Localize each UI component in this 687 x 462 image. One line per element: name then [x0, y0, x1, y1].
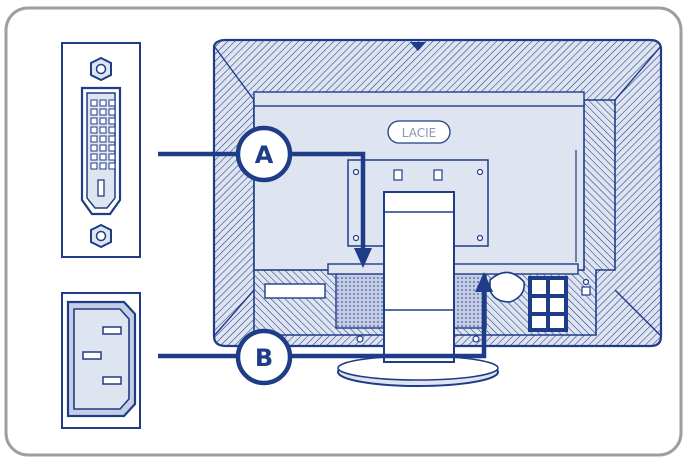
arrow-a-icon: [354, 248, 372, 268]
callout-a: A: [235, 125, 293, 183]
dvi-pin: [90, 108, 98, 116]
stand-column: [383, 191, 455, 363]
dvi-pin: [108, 117, 116, 125]
dvi-pin: [99, 144, 107, 152]
port-slot: [264, 283, 326, 299]
dvi-pin: [90, 117, 98, 125]
dvi-pin: [108, 162, 116, 170]
dvi-pin: [108, 108, 116, 116]
arrow-b-icon: [475, 272, 493, 292]
dvi-pin: [90, 144, 98, 152]
dvi-pin: [108, 135, 116, 143]
dvi-pin: [99, 135, 107, 143]
monitor-rear-view: LACIE: [212, 38, 663, 387]
dvi-pin: [90, 126, 98, 134]
dvi-pin: [90, 99, 98, 107]
cable-a: [158, 151, 372, 268]
usb-ports: [528, 276, 568, 332]
iec-power-inlet-icon: [66, 300, 137, 418]
callout-b: B: [235, 328, 293, 386]
power-inlet-panel: [61, 292, 141, 429]
dvi-pin: [108, 153, 116, 161]
dvi-pin: [99, 117, 107, 125]
dvi-pin: [90, 153, 98, 161]
dvi-port-panel: [61, 42, 141, 258]
svg-text:B: B: [255, 344, 273, 372]
dvi-pin: [108, 126, 116, 134]
dvi-pin: [99, 162, 107, 170]
dvi-pin: [99, 99, 107, 107]
brand-logo: LACIE: [387, 120, 451, 144]
dvi-pin: [108, 99, 116, 107]
dvi-pin: [90, 162, 98, 170]
dvi-pin: [99, 126, 107, 134]
dvi-pin: [99, 108, 107, 116]
dvi-port-icon: [80, 86, 122, 216]
dvi-pin: [90, 135, 98, 143]
dvi-pin: [108, 144, 116, 152]
svg-text:LACIE: LACIE: [402, 126, 436, 140]
dvi-pin: [99, 153, 107, 161]
svg-text:A: A: [255, 141, 274, 169]
